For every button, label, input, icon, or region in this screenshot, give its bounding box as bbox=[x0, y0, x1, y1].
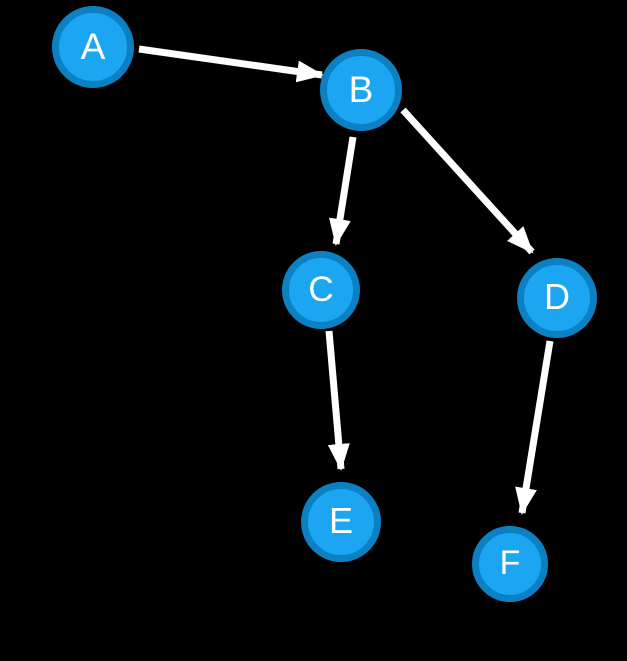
node-label: D bbox=[544, 276, 570, 317]
node-label: C bbox=[308, 269, 334, 309]
edge-A-B bbox=[138, 45, 324, 83]
edge-B-C bbox=[329, 136, 357, 246]
edge-B-D bbox=[400, 107, 535, 255]
node-label: F bbox=[499, 544, 521, 582]
graph-node-f[interactable]: F bbox=[472, 526, 548, 602]
graph-node-e[interactable]: E bbox=[301, 482, 381, 562]
graph-node-d[interactable]: D bbox=[517, 258, 597, 338]
edge-D-F bbox=[515, 340, 554, 515]
edge-C-E bbox=[325, 330, 350, 471]
graph-node-b[interactable]: B bbox=[320, 49, 402, 131]
node-label: B bbox=[348, 68, 374, 110]
node-label: E bbox=[328, 500, 353, 541]
graph-node-a[interactable]: A bbox=[52, 6, 134, 88]
graph-node-c[interactable]: C bbox=[282, 251, 360, 329]
node-label: A bbox=[80, 25, 106, 67]
